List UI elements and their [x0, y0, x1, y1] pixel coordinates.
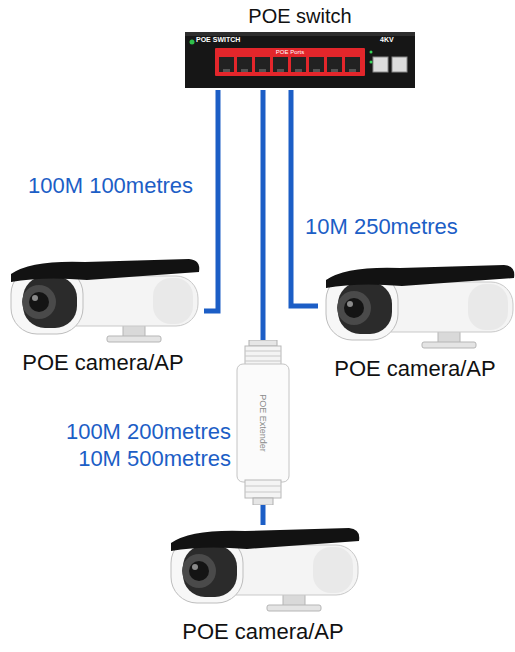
- poe-camera: POE camera/AP: [2, 256, 204, 378]
- cable-line: [291, 90, 318, 306]
- poe-extender: POE Extender: [235, 340, 291, 505]
- camera-illustration: [318, 262, 515, 356]
- device-caption: POE camera/AP: [2, 350, 204, 376]
- node-heading: POE switch: [180, 4, 420, 28]
- cable-spec: 10M 500metres: [78, 446, 231, 472]
- device-caption: POE camera/AP: [163, 619, 363, 645]
- rating-label: 4KV: [380, 36, 394, 44]
- device-caption: POE camera/AP: [318, 356, 512, 382]
- camera-illustration: [318, 262, 515, 352]
- cable-line: [261, 505, 266, 525]
- brand-label: POE SWITCH: [196, 36, 240, 44]
- cable-line: [261, 90, 266, 340]
- camera-illustration: [163, 525, 363, 615]
- poe-camera: POE camera/AP: [163, 525, 363, 647]
- poe-switch: POE switchPOE SWITCH POE Ports 4KV: [180, 4, 420, 90]
- camera-illustration: [3, 256, 203, 350]
- camera-illustration: [163, 525, 363, 619]
- camera-illustration: [3, 256, 203, 346]
- device-label: POE Extender: [258, 394, 268, 452]
- cable-spec: 100M 200metres: [66, 419, 231, 445]
- cable-spec: 100M 100metres: [28, 173, 193, 199]
- cable-spec: 10M 250metres: [305, 214, 458, 240]
- poe-camera: POE camera/AP: [318, 262, 512, 384]
- panel-label: POE Ports: [215, 49, 365, 56]
- cable-line: [204, 90, 218, 311]
